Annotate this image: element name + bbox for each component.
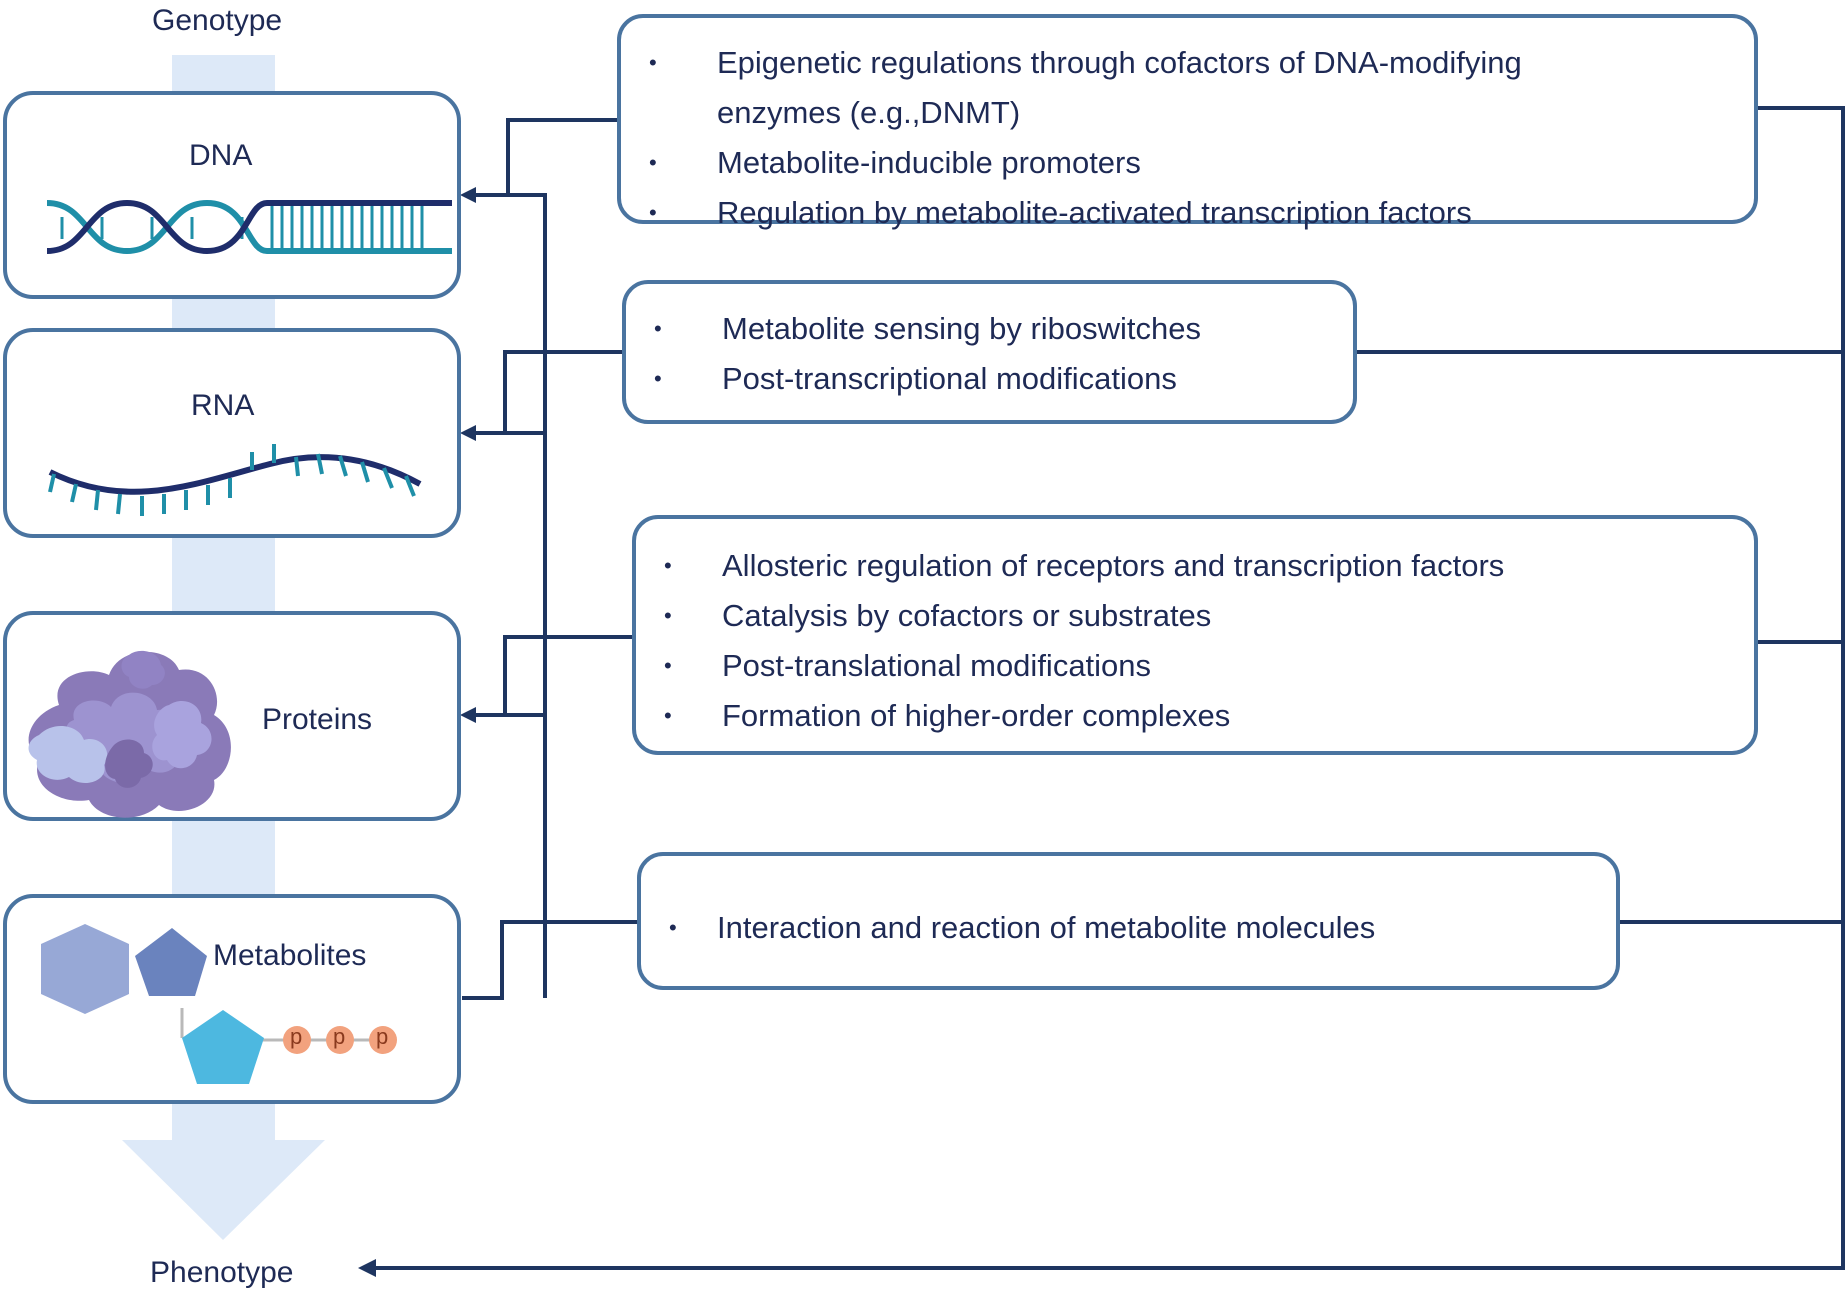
- list-item: •Metabolite sensing by riboswitches: [654, 311, 1202, 346]
- connector-to-phenotype: [370, 106, 1845, 1270]
- arrowhead-rna: [460, 425, 476, 441]
- phosphate-icon: [283, 1026, 311, 1054]
- mechanism-box-dna: •Epigenetic regulations through cofactor…: [617, 14, 1758, 230]
- connector-metabolites: [462, 920, 637, 1000]
- rna-strand-icon: [48, 444, 422, 516]
- level-card-proteins: Proteins: [3, 611, 461, 821]
- level-label-dna: DNA: [189, 139, 253, 172]
- list-item: •Allosteric regulation of receptors and …: [664, 548, 1505, 583]
- hexagon-icon: [41, 924, 129, 1014]
- pentagon-cyan-icon: [182, 1010, 264, 1084]
- connector-metabolite-feedback: [508, 193, 547, 998]
- mechanism-list-rna: •Metabolite sensing by riboswitches •Pos…: [626, 304, 1353, 404]
- level-label-metabolites: Metabolites: [213, 939, 367, 972]
- arrowhead-dna: [460, 187, 476, 203]
- mechanism-list-metabolites: •Interaction and reaction of metabolite …: [641, 903, 1616, 953]
- list-item: •Post-translational modifications: [664, 648, 1152, 683]
- phenotype-label: Phenotype: [150, 1256, 294, 1289]
- level-label-rna: RNA: [191, 389, 255, 422]
- phosphate-label: p: [290, 1024, 303, 1049]
- metabolite-molecule-icon: [41, 924, 397, 1084]
- phosphate-label: p: [333, 1024, 346, 1049]
- list-item: •Post-transcriptional modifications: [654, 361, 1177, 396]
- mechanism-box-metabolites: •Interaction and reaction of metabolite …: [637, 852, 1620, 990]
- level-card-rna: RNA: [3, 328, 461, 538]
- list-item: •Formation of higher-order complexes: [664, 698, 1231, 733]
- connector-proteins: [468, 635, 632, 717]
- connector-rna: [468, 350, 622, 435]
- level-card-metabolites: p p p Metabolites: [3, 894, 461, 1104]
- phosphate-label: p: [376, 1024, 389, 1049]
- pentagon-icon: [135, 928, 207, 996]
- protein-structure-icon: [28, 650, 231, 818]
- list-item: •Metabolite-inducible promoters: [649, 145, 1141, 180]
- phosphate-icon: [369, 1026, 397, 1054]
- mechanism-box-rna: •Metabolite sensing by riboswitches •Pos…: [622, 280, 1357, 424]
- connector-dna: [468, 118, 617, 197]
- arrowheads: [358, 187, 476, 1277]
- phosphate-icon: [326, 1026, 354, 1054]
- dna-helix-icon: [46, 199, 452, 255]
- list-item: •Interaction and reaction of metabolite …: [669, 910, 1376, 945]
- mechanism-list-proteins: •Allosteric regulation of receptors and …: [636, 541, 1754, 741]
- mechanism-list-dna: •Epigenetic regulations through cofactor…: [621, 38, 1754, 238]
- list-item: •Regulation by metabolite-activated tran…: [649, 195, 1472, 230]
- connectors: [370, 106, 1845, 1270]
- level-card-dna: DNA: [3, 91, 461, 299]
- arrowhead-phenotype: [358, 1259, 376, 1277]
- level-label-proteins: Proteins: [262, 703, 373, 736]
- list-item: •Catalysis by cofactors or substrates: [664, 598, 1212, 633]
- arrowhead-proteins: [460, 707, 476, 723]
- genotype-label: Genotype: [152, 4, 283, 37]
- list-item: •Epigenetic regulations through cofactor…: [649, 45, 1522, 130]
- mechanism-box-proteins: •Allosteric regulation of receptors and …: [632, 515, 1758, 755]
